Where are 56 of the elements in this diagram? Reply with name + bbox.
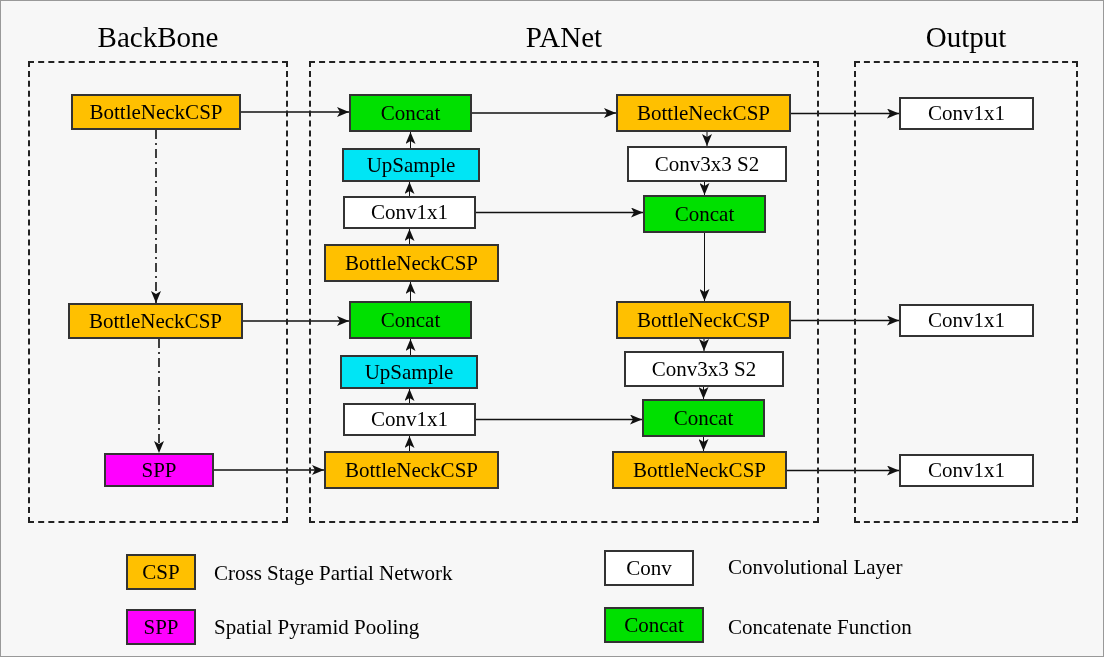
arrow xyxy=(404,388,415,404)
legend-abbreviation: Concat xyxy=(624,614,684,636)
layer-box: UpSample xyxy=(340,355,478,389)
arrow xyxy=(242,316,350,326)
group-heading: Output xyxy=(925,22,1007,52)
arrow xyxy=(475,414,643,425)
layer-box: Conv1x1 xyxy=(899,454,1034,487)
arrow xyxy=(698,386,709,400)
legend-abbreviation: CSP xyxy=(142,561,180,583)
legend-text: Concatenate Function xyxy=(728,614,912,641)
arrow xyxy=(404,435,415,452)
arrow xyxy=(405,338,416,356)
arrow xyxy=(240,107,350,117)
group-heading: BackBone xyxy=(97,22,219,52)
arrow xyxy=(404,181,415,197)
layer-box: Conv1x1 xyxy=(343,196,476,229)
layer-box: UpSample xyxy=(342,148,480,182)
layer-box: BottleNeckCSP xyxy=(612,451,787,489)
legend-abbreviation: SPP xyxy=(143,616,179,638)
arrow xyxy=(786,465,900,476)
arrow xyxy=(475,207,644,218)
layer-box: Concat xyxy=(642,399,765,437)
arrow xyxy=(404,228,415,245)
arrow xyxy=(405,281,416,302)
layer-box: Conv3x3 S2 xyxy=(627,146,787,182)
legend-text: Cross Stage Partial Network xyxy=(214,560,453,587)
layer-box: Conv1x1 xyxy=(899,97,1034,130)
layer-box: BottleNeckCSP xyxy=(616,94,791,132)
layer-box: Conv1x1 xyxy=(899,304,1034,337)
arrow xyxy=(699,338,709,352)
arrow xyxy=(790,108,900,119)
arrow xyxy=(698,436,709,452)
arrow xyxy=(790,315,900,326)
arrow xyxy=(213,465,325,475)
legend-abbreviation: Conv xyxy=(626,557,672,579)
layer-box: BottleNeckCSP xyxy=(324,244,499,282)
arrow xyxy=(702,131,712,147)
layer-box: Conv3x3 S2 xyxy=(624,351,784,387)
arrow xyxy=(471,108,617,118)
layer-box: Conv1x1 xyxy=(343,403,476,436)
arrow xyxy=(151,129,161,304)
layer-box: BottleNeckCSP xyxy=(68,303,243,339)
layer-box: Concat xyxy=(349,94,472,132)
arrow xyxy=(699,181,710,196)
arrow xyxy=(405,131,416,149)
layer-box: SPP xyxy=(104,453,214,487)
arrow xyxy=(154,338,164,454)
group-heading: PANet xyxy=(525,22,603,52)
arrow xyxy=(699,232,710,302)
layer-box: Concat xyxy=(643,195,766,233)
layer-box: BottleNeckCSP xyxy=(616,301,791,339)
layer-box: Concat xyxy=(349,301,472,339)
legend-text: Spatial Pyramid Pooling xyxy=(214,614,420,641)
layer-box: BottleNeckCSP xyxy=(71,94,241,130)
layer-box: BottleNeckCSP xyxy=(324,451,499,489)
legend-text: Convolutional Layer xyxy=(728,554,903,581)
